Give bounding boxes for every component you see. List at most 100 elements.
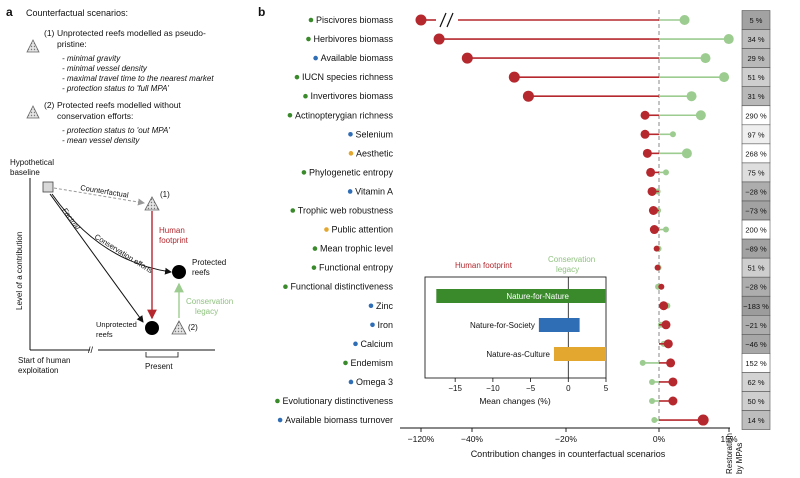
present-label: Present <box>145 362 173 371</box>
row-label: IUCN species richness <box>302 72 394 82</box>
inset-x-tick-label: 5 <box>604 384 609 393</box>
category-dot <box>347 189 353 194</box>
scenario1-line-1: Unprotected reefs modelled as pseudo- <box>57 28 206 38</box>
inset-bar <box>538 318 580 332</box>
restoration-value: 200 % <box>745 226 767 235</box>
legacy-point <box>719 72 730 83</box>
unprotected-reefs-dot <box>145 321 159 335</box>
x-tick-label: −40% <box>461 434 483 444</box>
factual-label: Factual <box>60 206 81 232</box>
inset-human-footprint-label: Human footprint <box>455 261 513 270</box>
footprint-point <box>433 33 445 45</box>
triangle-1-icon <box>26 39 40 53</box>
row-label: Functional distinctiveness <box>290 282 393 292</box>
factual-arrow <box>49 193 144 323</box>
category-dot <box>368 303 374 309</box>
legacy-point <box>639 359 646 366</box>
row-label: Trophic web robustness <box>298 206 394 216</box>
restoration-value: −46 % <box>745 340 767 349</box>
footprint-point <box>642 148 652 158</box>
triangle-2-diagram-icon <box>171 320 187 335</box>
axis-break-mark: // <box>88 345 94 355</box>
restoration-value: 51 % <box>747 264 764 273</box>
scenario1-bullet-1: - minimal gravity <box>62 54 121 63</box>
restoration-label-1: Restoration <box>725 433 734 474</box>
legacy-point <box>695 110 706 121</box>
row-label: Available biomass <box>321 53 394 63</box>
restoration-value: −89 % <box>745 245 767 254</box>
axis-break-slash <box>446 12 454 28</box>
footprint-point <box>658 283 665 290</box>
footprint-point <box>668 377 678 387</box>
protected-reefs-dot <box>172 265 186 279</box>
restoration-value: 51 % <box>747 73 764 82</box>
baseline-label-1: Hypothetical <box>10 158 54 167</box>
category-dot <box>308 17 314 23</box>
category-dot <box>311 265 317 270</box>
legacy-point <box>662 169 669 176</box>
inset-bar-label: Nature-as-Culture <box>486 350 550 359</box>
legacy-point <box>662 226 669 233</box>
inset-conservation-legacy-label-2: legacy <box>556 265 579 274</box>
category-dot <box>290 208 296 213</box>
footprint-point <box>640 129 650 139</box>
footprint-point <box>640 110 650 120</box>
inset-x-tick-label: −5 <box>526 384 536 393</box>
diagram-ylabel: Level of a contribution <box>15 232 24 310</box>
scenario2-marker: (2) <box>44 100 55 110</box>
footprint-point <box>697 414 709 426</box>
footprint-point <box>415 14 427 26</box>
restoration-value: 50 % <box>747 397 764 406</box>
restoration-value: 14 % <box>747 416 764 425</box>
restoration-value: −21 % <box>745 321 767 330</box>
restoration-value: −28 % <box>745 283 767 292</box>
restoration-value: 268 % <box>745 149 767 158</box>
inset-x-tick-label: −15 <box>448 384 462 393</box>
footprint-point <box>646 167 656 177</box>
triangle-1-diagram-icon <box>144 196 160 211</box>
restoration-value: 34 % <box>747 35 764 44</box>
footprint-point <box>654 264 661 271</box>
legacy-point <box>686 91 697 102</box>
restoration-value: 152 % <box>745 359 767 368</box>
category-dot <box>348 151 354 156</box>
protected-reefs-label-1: Protected <box>192 258 226 267</box>
panel-b: b −120%−40%−20%0%15%Contribution changes… <box>258 5 771 474</box>
restoration-value: 75 % <box>747 168 764 177</box>
restoration-value: 62 % <box>747 378 764 387</box>
legacy-point <box>679 15 690 25</box>
triangle-2-icon <box>26 105 40 119</box>
conservation-efforts-arrow <box>51 193 172 275</box>
row-label: Evolutionary distinctiveness <box>282 396 393 406</box>
row-label: Calcium <box>360 339 393 349</box>
legacy-point <box>681 148 692 159</box>
x-tick-label: −120% <box>408 434 435 444</box>
baseline-box <box>42 181 54 193</box>
unprotected-reefs-label-2: reefs <box>96 330 113 339</box>
restoration-value: −183 % <box>743 302 769 311</box>
footprint-point <box>661 320 671 330</box>
legacy-point <box>651 417 658 424</box>
scenario1-line-2: pristine: <box>57 39 87 49</box>
legacy-point <box>723 34 734 45</box>
baseline-label-2: baseline <box>10 168 40 177</box>
scenario1-marker: (1) <box>44 28 55 38</box>
counterfactual-label: Counterfactual <box>80 183 130 200</box>
footprint-point <box>663 339 673 349</box>
conservation-legacy-label-1: Conservation <box>186 297 233 306</box>
row-label: Available biomass turnover <box>285 415 393 425</box>
scenarios-heading: Counterfactual scenarios: <box>26 8 128 18</box>
row-label: Vitamin A <box>355 186 393 196</box>
dumbbell-chart: −120%−40%−20%0%15%Contribution changes i… <box>275 10 771 459</box>
restoration-value: −28 % <box>745 187 767 196</box>
footprint-point <box>648 206 658 215</box>
category-dot <box>370 322 375 328</box>
x-axis-label: Contribution changes in counterfactual s… <box>471 449 666 459</box>
restoration-value: 31 % <box>747 92 764 101</box>
x-tick-label: 0% <box>653 434 666 444</box>
protected-reefs-label-2: reefs <box>192 268 210 277</box>
row-label: Zinc <box>376 301 394 311</box>
category-dot <box>312 246 318 251</box>
restoration-value: 97 % <box>747 130 764 139</box>
